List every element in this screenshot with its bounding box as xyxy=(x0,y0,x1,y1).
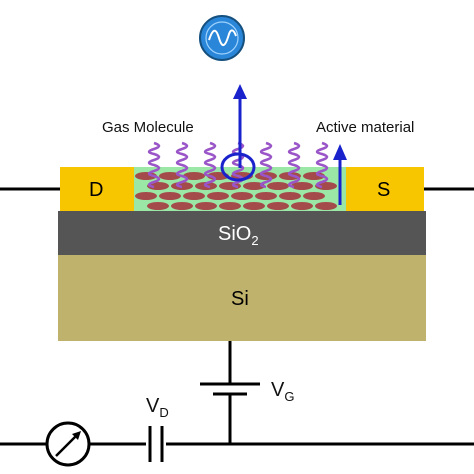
sensor-logo-icon xyxy=(199,15,245,61)
flake xyxy=(183,172,205,180)
flake xyxy=(159,172,181,180)
flake xyxy=(303,172,325,180)
flake xyxy=(147,202,169,210)
drain-label: D xyxy=(89,179,103,201)
oxide-layer xyxy=(58,211,426,255)
substrate-layer xyxy=(58,255,426,341)
flake xyxy=(135,172,157,180)
drain-voltage-sub: D xyxy=(159,405,168,420)
flake xyxy=(291,202,313,210)
source-label: S xyxy=(377,179,390,201)
ammeter-icon xyxy=(45,421,91,467)
gas-chain xyxy=(287,141,301,189)
gas-chain xyxy=(315,141,329,189)
gas-chain xyxy=(203,141,217,189)
substrate-label: Si xyxy=(231,288,249,310)
gate-voltage-base: V xyxy=(271,379,285,401)
gas-molecule-label: Gas Molecule xyxy=(102,119,194,136)
flake xyxy=(267,182,289,190)
flake xyxy=(195,202,217,210)
flake xyxy=(207,192,229,200)
gate-voltage-sub: G xyxy=(284,389,294,404)
flake xyxy=(135,192,157,200)
flake xyxy=(243,202,265,210)
desorption-arrow xyxy=(220,84,256,182)
gas-molecule-chains xyxy=(147,141,329,189)
flake xyxy=(231,192,253,200)
oxide-label: SiO2 xyxy=(218,223,259,248)
drain-voltage-base: V xyxy=(146,395,160,417)
drain-voltage-label: VD xyxy=(146,395,169,420)
oxide-label-sub: 2 xyxy=(251,233,258,248)
flake xyxy=(171,202,193,210)
gas-chain xyxy=(175,141,189,189)
flake xyxy=(315,202,337,210)
flake xyxy=(147,182,169,190)
gas-chain xyxy=(259,141,273,189)
flake xyxy=(279,192,301,200)
oxide-label-base: SiO xyxy=(218,223,251,245)
flake xyxy=(291,182,313,190)
flake xyxy=(183,192,205,200)
drain-electrode xyxy=(60,167,134,211)
source-electrode xyxy=(346,167,424,211)
battery-icon xyxy=(200,382,260,396)
gate-voltage-label: VG xyxy=(271,379,294,404)
flake xyxy=(243,182,265,190)
flake xyxy=(255,192,277,200)
capacitor-icon xyxy=(146,426,166,462)
flake xyxy=(315,182,337,190)
flake xyxy=(303,192,325,200)
flake xyxy=(267,202,289,210)
active-material-label: Active material xyxy=(316,119,414,136)
flake xyxy=(219,202,241,210)
flake xyxy=(159,192,181,200)
adsorption-arrow xyxy=(333,144,347,205)
gas-chain xyxy=(147,141,161,189)
